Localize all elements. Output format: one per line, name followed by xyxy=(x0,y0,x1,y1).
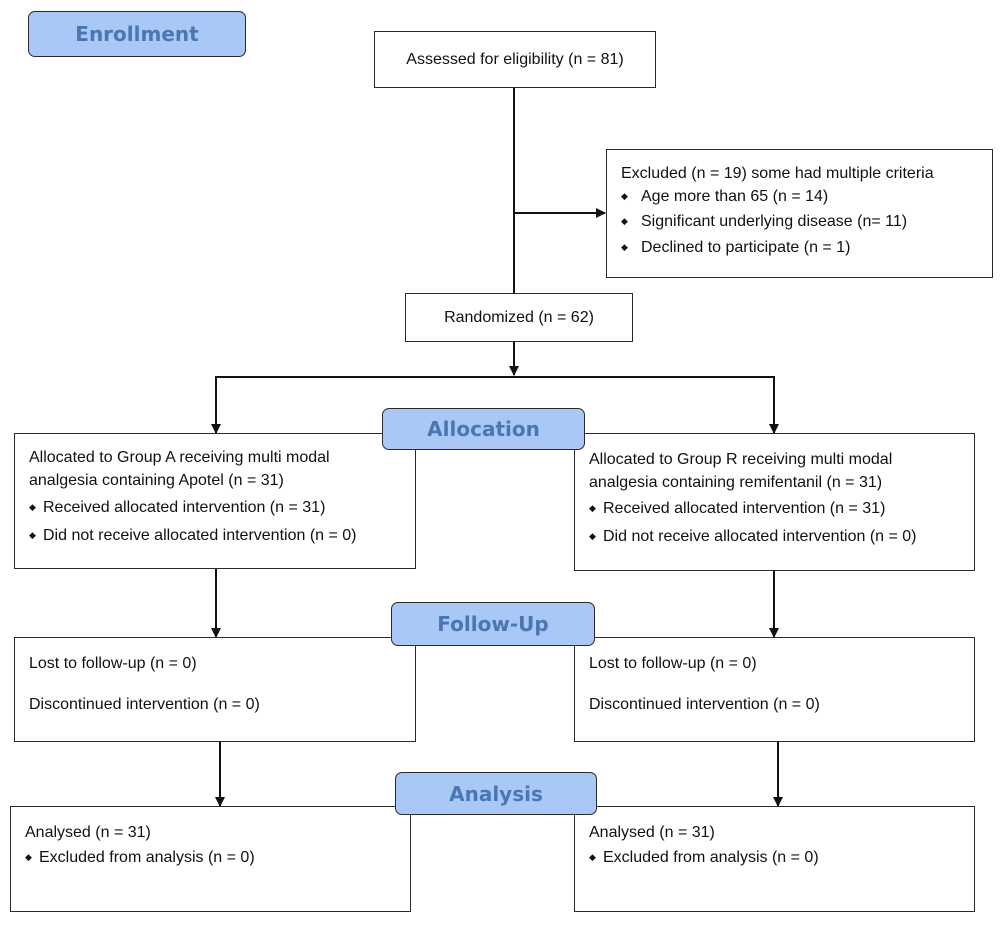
group-r-followup-box: Lost to follow-up (n = 0) Discontinued i… xyxy=(574,637,975,742)
assessed-box: Assessed for eligibility (n = 81) xyxy=(374,31,656,88)
excluded-box: Excluded (n = 19) some had multiple crit… xyxy=(606,149,993,278)
bullet-icon: ◆ xyxy=(25,852,32,863)
group-r-item: ◆Did not receive allocated intervention … xyxy=(589,527,917,545)
assessed-text: Assessed for eligibility (n = 81) xyxy=(406,50,624,68)
group-a-discontinued: Discontinued intervention (n = 0) xyxy=(29,696,260,714)
bullet-icon: ◆ xyxy=(589,530,596,541)
bullet-icon: ◆ xyxy=(29,502,36,513)
group-r-line2: analgesia containing remifentanil (n = 3… xyxy=(589,474,883,492)
group-r-discontinued: Discontinued intervention (n = 0) xyxy=(589,696,820,714)
group-r-lost: Lost to follow-up (n = 0) xyxy=(589,655,757,672)
excluded-title: Excluded (n = 19) some had multiple crit… xyxy=(621,165,934,182)
bullet-icon: ◆ xyxy=(589,503,596,514)
group-r-item: ◆Received allocated intervention (n = 31… xyxy=(589,500,886,518)
group-a-line2: analgesia containing Apotel (n = 31) xyxy=(29,472,284,490)
group-a-analysis-box: Analysed (n = 31) ◆Excluded from analysi… xyxy=(10,806,411,912)
randomized-box: Randomized (n = 62) xyxy=(405,293,633,342)
group-a-item: ◆Did not receive allocated intervention … xyxy=(29,526,357,544)
bullet-icon: ◆ xyxy=(621,216,628,227)
group-a-line1: Allocated to Group A receiving multi mod… xyxy=(29,449,330,466)
group-r-allocation-box: Allocated to Group R receiving multi mod… xyxy=(574,433,975,571)
group-r-analysed: Analysed (n = 31) xyxy=(589,824,715,841)
group-a-allocation-box: Allocated to Group A receiving multi mod… xyxy=(14,433,416,569)
group-a-item: ◆Received allocated intervention (n = 31… xyxy=(29,499,326,517)
bullet-icon: ◆ xyxy=(621,241,628,252)
group-r-analysis-item: ◆Excluded from analysis (n = 0) xyxy=(589,849,819,867)
group-a-followup-box: Lost to follow-up (n = 0) Discontinued i… xyxy=(14,637,416,742)
excluded-item: ◆Declined to participate (n = 1) xyxy=(621,238,851,256)
bullet-icon: ◆ xyxy=(589,852,596,863)
excluded-item: ◆Significant underlying disease (n= 11) xyxy=(621,213,908,231)
randomized-text: Randomized (n = 62) xyxy=(444,308,594,326)
group-a-analysis-item: ◆Excluded from analysis (n = 0) xyxy=(25,849,255,867)
group-a-lost: Lost to follow-up (n = 0) xyxy=(29,655,197,672)
group-a-analysed: Analysed (n = 31) xyxy=(25,824,151,841)
bullet-icon: ◆ xyxy=(29,529,36,540)
stage-followup: Follow-Up xyxy=(391,602,595,646)
bullet-icon: ◆ xyxy=(621,191,628,202)
stage-allocation: Allocation xyxy=(382,408,585,450)
stage-enrollment: Enrollment xyxy=(28,11,246,57)
group-r-analysis-box: Analysed (n = 31) ◆Excluded from analysi… xyxy=(574,806,975,912)
stage-analysis: Analysis xyxy=(395,772,597,815)
excluded-item: ◆Age more than 65 (n = 14) xyxy=(621,188,829,206)
group-r-line1: Allocated to Group R receiving multi mod… xyxy=(589,451,893,468)
